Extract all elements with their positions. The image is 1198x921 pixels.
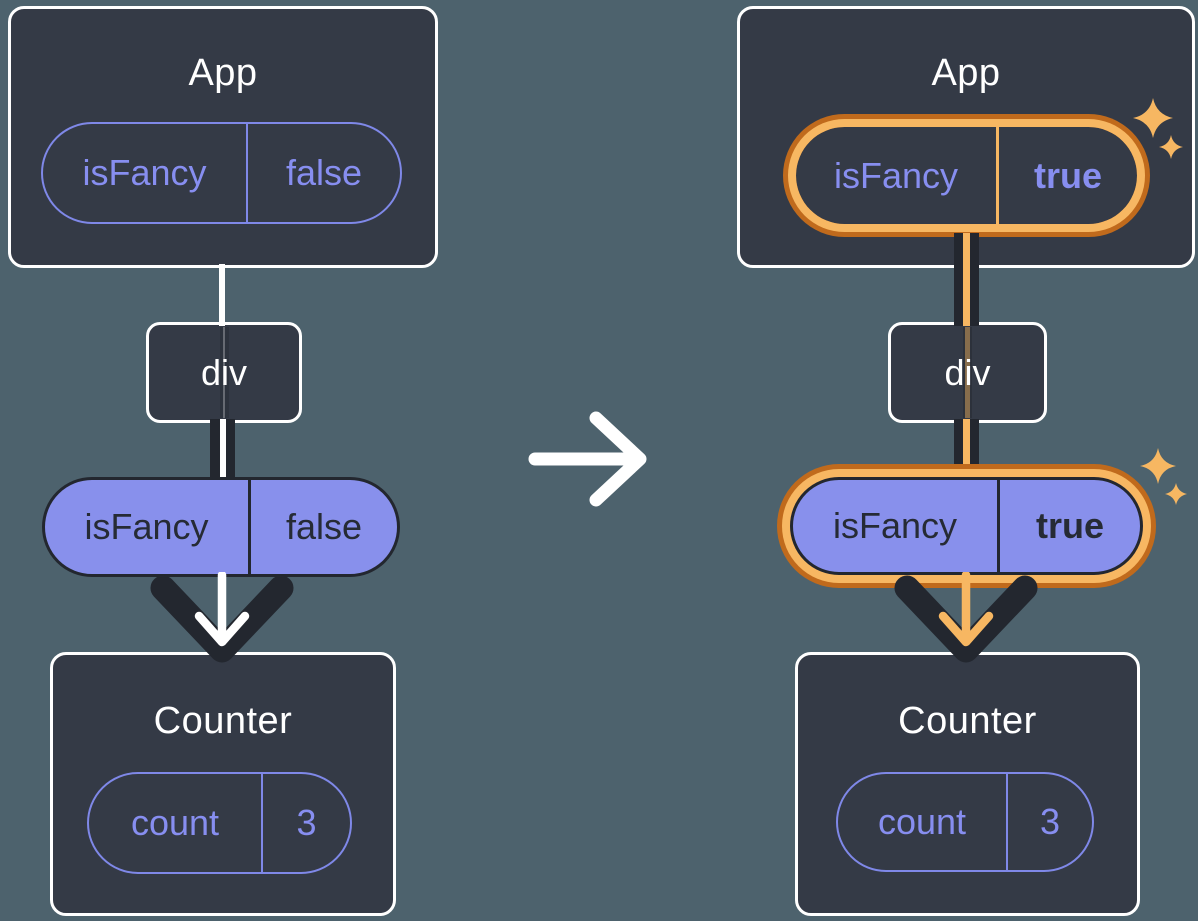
prop-name: isFancy	[82, 152, 207, 193]
app-component-title: App	[188, 52, 258, 94]
prop-passthrough-stripe	[219, 327, 229, 418]
connector-app-to-div	[954, 233, 979, 326]
sparkles-icon	[1140, 448, 1187, 505]
connector-div-to-prop	[954, 419, 979, 474]
flow-down-arrow-icon	[894, 572, 1038, 663]
state-value: 3	[1006, 774, 1092, 870]
prop-value: true	[997, 480, 1140, 572]
flow-down-arrow-icon	[150, 572, 294, 663]
connector-app-to-div	[219, 264, 225, 326]
div-node-card: div	[888, 322, 1047, 423]
prop-name: isFancy	[84, 506, 209, 547]
passed-prop-pill-highlighted: isFancy true	[790, 477, 1143, 575]
state-name: count	[877, 801, 967, 842]
prop-value: true	[996, 127, 1137, 224]
state-value: 3	[261, 774, 350, 872]
counter-component-card: Counter count 3	[50, 652, 396, 916]
prop-value: false	[248, 480, 397, 574]
counter-component-card: Counter count 3	[795, 652, 1140, 916]
passed-prop-pill: isFancy false	[42, 477, 400, 577]
div-node-label: div	[200, 351, 248, 393]
app-prop-pill: isFancy false	[41, 122, 402, 224]
app-prop-pill-highlighted: isFancy true	[796, 127, 1137, 224]
counter-state-pill: count 3	[836, 772, 1094, 872]
transition-right-arrow-icon	[528, 411, 647, 507]
div-node-card: div	[146, 322, 302, 423]
app-component-card: App isFancy true	[737, 6, 1195, 268]
prop-name: isFancy	[832, 505, 958, 546]
app-component-card: App isFancy false	[8, 6, 438, 268]
state-name: count	[130, 802, 220, 843]
app-component-title: App	[931, 52, 1001, 94]
div-node-label: div	[944, 351, 991, 393]
sparkles-icon	[1133, 98, 1183, 159]
counter-state-pill: count 3	[87, 772, 352, 874]
prop-passthrough-stripe	[963, 327, 972, 418]
counter-component-title: Counter	[898, 700, 1037, 742]
counter-component-title: Counter	[153, 700, 293, 742]
connector-div-to-prop	[210, 419, 235, 481]
prop-value: false	[246, 124, 400, 222]
prop-name: isFancy	[833, 154, 959, 196]
